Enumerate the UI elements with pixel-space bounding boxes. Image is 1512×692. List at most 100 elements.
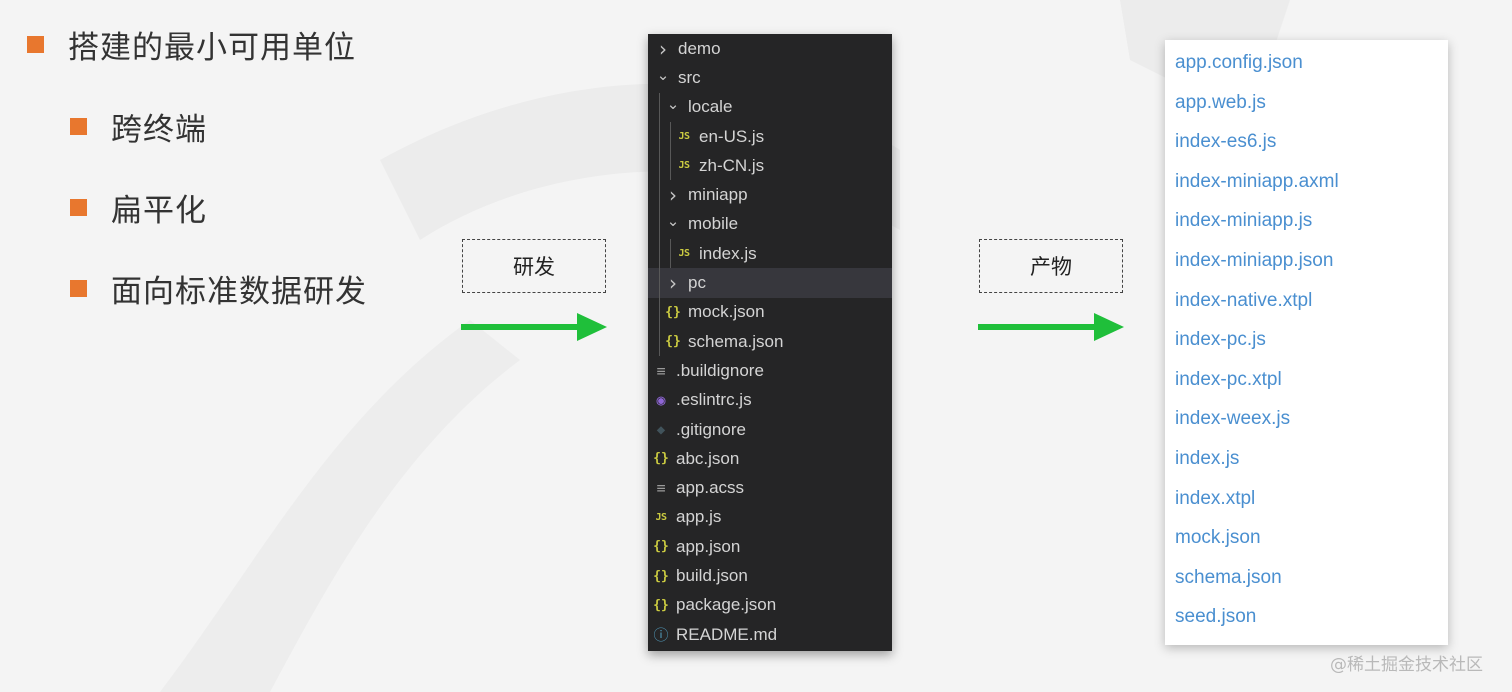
tree-item-label: app.json bbox=[676, 536, 741, 556]
bullet-square-icon bbox=[70, 280, 87, 297]
tree-item[interactable]: ≡ app.acss bbox=[648, 474, 892, 503]
json-file-icon: {} bbox=[665, 334, 681, 350]
tree-item[interactable]: JS zh-CN.js bbox=[648, 151, 892, 180]
bullet-square-icon bbox=[70, 118, 87, 135]
bullet-square-icon bbox=[27, 36, 44, 53]
bullet-item-flat: 扁平化 bbox=[70, 185, 207, 230]
json-file-icon: {} bbox=[653, 539, 669, 555]
tree-item[interactable]: ◆ .gitignore bbox=[648, 415, 892, 444]
tree-item[interactable]: › demo bbox=[648, 34, 892, 63]
output-file-list: app.config.json app.web.js index-es6.js ind… bbox=[1165, 40, 1448, 645]
output-file-link[interactable]: index.xtpl bbox=[1175, 487, 1256, 509]
indent-guide bbox=[670, 121, 671, 181]
json-file-icon: {} bbox=[653, 568, 669, 584]
tree-item[interactable]: ◉.eslintrc.js bbox=[648, 386, 892, 415]
output-file-link[interactable]: mock.json bbox=[1175, 527, 1261, 549]
tree-item-label: locale bbox=[688, 97, 733, 117]
chevron-down-icon: ⌄ bbox=[666, 212, 680, 231]
tree-item-label: .buildignore bbox=[676, 360, 764, 380]
output-file-link[interactable]: index-weex.js bbox=[1175, 408, 1291, 430]
tree-item[interactable]: JS en-US.js bbox=[648, 122, 892, 151]
text-file-icon: ≡ bbox=[656, 479, 666, 498]
tree-item-label: pc bbox=[688, 273, 706, 293]
output-file-link[interactable]: index-pc.js bbox=[1175, 329, 1266, 351]
chevron-down-icon: ⌄ bbox=[666, 95, 680, 114]
tree-item-label: index.js bbox=[699, 243, 757, 263]
info-icon: ⓘ bbox=[653, 626, 669, 645]
output-file-link[interactable]: index-native.xtpl bbox=[1175, 289, 1313, 311]
chevron-right-icon: › bbox=[659, 36, 667, 61]
output-arrow-icon bbox=[978, 313, 1124, 341]
tree-item-label: .gitignore bbox=[676, 419, 746, 439]
output-file-link[interactable]: seed.json bbox=[1175, 606, 1257, 628]
tree-item[interactable]: ⌄ mobile bbox=[648, 210, 892, 239]
bullet-text: 面向标准数据研发 bbox=[111, 274, 367, 310]
tree-item-label: schema.json bbox=[688, 331, 784, 351]
tree-item-label: build.json bbox=[676, 566, 748, 586]
git-icon: ◆ bbox=[656, 421, 666, 438]
tree-item-label: app.js bbox=[676, 507, 722, 527]
chevron-right-icon: › bbox=[669, 271, 677, 296]
output-file-link[interactable]: app.web.js bbox=[1175, 91, 1266, 113]
output-label: 产物 bbox=[1030, 255, 1072, 279]
tree-item[interactable]: JS app.js bbox=[648, 503, 892, 532]
tree-item[interactable]: ⓘ README.md bbox=[648, 620, 892, 649]
tree-item[interactable]: {} schema.json bbox=[648, 327, 892, 356]
bullet-item-cross-platform: 跨终端 bbox=[70, 104, 207, 149]
output-file-link[interactable]: app.config.json bbox=[1175, 52, 1303, 73]
bullet-item-standard-data: 面向标准数据研发 bbox=[70, 266, 367, 311]
tree-item[interactable]: {} abc.json bbox=[648, 444, 892, 473]
tree-item-label: mobile bbox=[688, 214, 739, 234]
bullet-text: 跨终端 bbox=[111, 112, 207, 148]
tree-item[interactable]: {} app.json bbox=[648, 532, 892, 561]
tree-item-label: package.json bbox=[676, 595, 777, 615]
json-file-icon: {} bbox=[653, 597, 669, 613]
tree-item[interactable]: ≡ .buildignore bbox=[648, 356, 892, 385]
tree-item[interactable]: {} package.json bbox=[648, 591, 892, 620]
tree-item-label: miniapp bbox=[688, 185, 748, 205]
js-file-icon: JS bbox=[678, 248, 690, 260]
chevron-right-icon: › bbox=[669, 183, 677, 208]
bullet-item-minimal-unit: 搭建的最小可用单位 bbox=[27, 22, 356, 67]
output-file-link[interactable]: index-miniapp.json bbox=[1175, 250, 1334, 271]
output-file-link[interactable]: index-es6.js bbox=[1175, 131, 1277, 153]
output-label-box: 产物 bbox=[979, 239, 1123, 293]
tree-item-label: abc.json bbox=[676, 448, 740, 468]
develop-arrow-icon bbox=[461, 313, 607, 341]
tree-item[interactable]: ⌄ locale bbox=[648, 93, 892, 122]
tree-item-label: .eslintrc.js bbox=[676, 390, 752, 410]
chevron-down-icon: ⌄ bbox=[656, 65, 670, 84]
develop-label-box: 研发 bbox=[462, 239, 606, 293]
tree-item[interactable]: {} build.json bbox=[648, 561, 892, 590]
text-file-icon: ≡ bbox=[656, 361, 666, 380]
tree-item-label: app.acss bbox=[676, 478, 745, 498]
bullet-text: 扁平化 bbox=[111, 193, 207, 229]
tree-item[interactable]: ⌄ src bbox=[648, 63, 892, 92]
tree-item-label: zh-CN.js bbox=[699, 155, 765, 175]
tree-item-label: README.md bbox=[676, 624, 778, 644]
watermark: @稀土掘金技术社区 bbox=[1330, 655, 1483, 675]
develop-label: 研发 bbox=[513, 255, 555, 279]
tree-item[interactable]: › miniapp bbox=[648, 181, 892, 210]
output-file-link[interactable]: schema.json bbox=[1175, 566, 1282, 588]
js-file-icon: JS bbox=[655, 511, 667, 523]
tree-item-label: demo bbox=[678, 38, 721, 58]
output-file-link[interactable]: index-pc.xtpl bbox=[1175, 368, 1282, 390]
json-file-icon: {} bbox=[653, 451, 669, 467]
tree-item[interactable]: › pc bbox=[648, 268, 892, 298]
indent-guide bbox=[659, 92, 660, 357]
tree-item-label: src bbox=[678, 67, 701, 87]
bullet-square-icon bbox=[70, 199, 87, 216]
tree-item[interactable]: {}mock.json bbox=[648, 298, 892, 327]
json-file-icon: {} bbox=[665, 304, 681, 320]
output-file-link[interactable]: index.js bbox=[1175, 448, 1240, 469]
output-file-link[interactable]: index-miniapp.js bbox=[1175, 210, 1313, 232]
bullet-text: 搭建的最小可用单位 bbox=[68, 30, 356, 66]
tree-item-label: en-US.js bbox=[699, 126, 765, 146]
js-file-icon: JS bbox=[678, 160, 690, 172]
indent-guide bbox=[670, 239, 671, 269]
tree-item[interactable]: JS index.js bbox=[648, 239, 892, 268]
output-file-link[interactable]: index-miniapp.axml bbox=[1175, 170, 1339, 192]
js-file-icon: JS bbox=[678, 131, 690, 143]
